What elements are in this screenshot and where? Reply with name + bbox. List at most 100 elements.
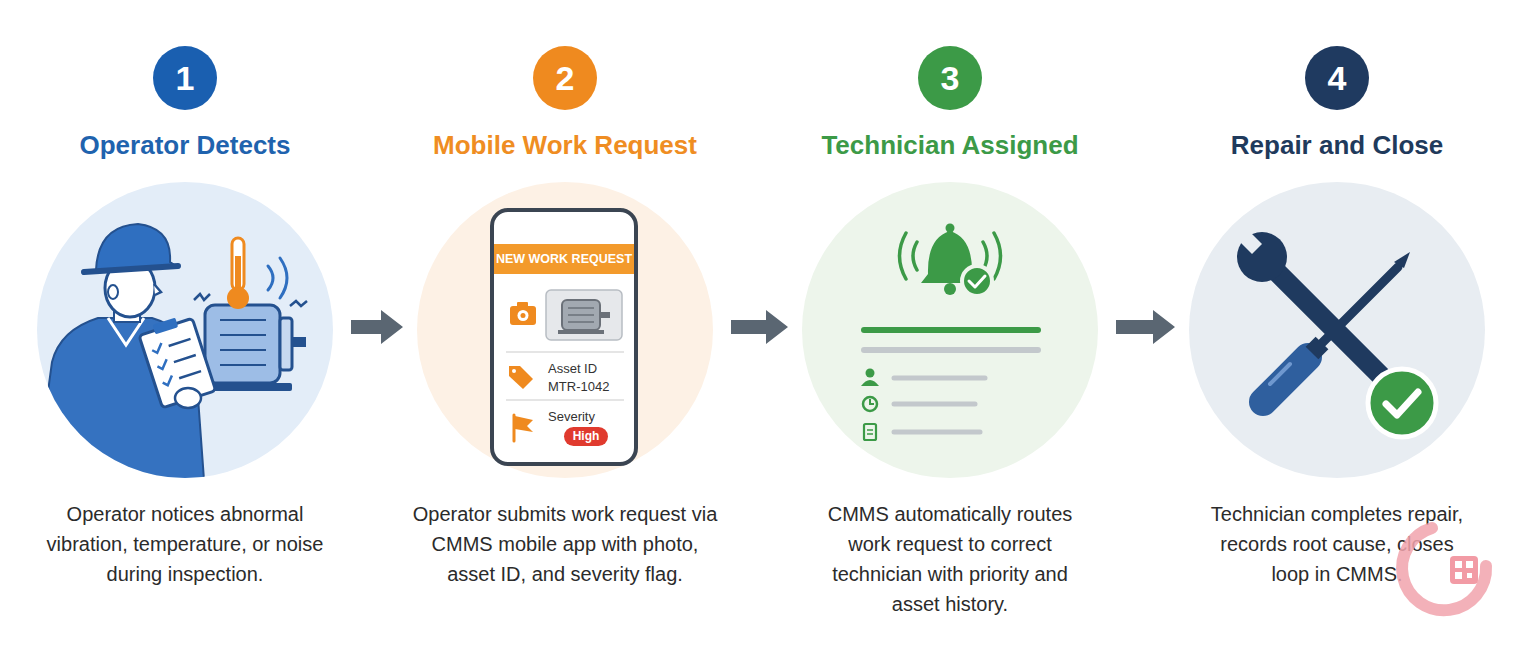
- step-circle: Mobile Work RequestOperator submits work…: [417, 182, 713, 478]
- operator-illustration: [36, 224, 307, 480]
- notification-illustration: [861, 224, 1038, 441]
- screwdriver-tip: [1394, 252, 1410, 268]
- clock-hands: [870, 399, 874, 404]
- severity-value: High: [564, 427, 608, 446]
- operator-neck: [114, 306, 140, 322]
- motor-cap: [280, 318, 292, 370]
- text-line: [864, 347, 1038, 353]
- vibration-mark: [194, 294, 210, 300]
- watermark-arc: [1402, 528, 1486, 610]
- step-number: 1: [153, 46, 217, 110]
- sound-wave: [280, 258, 287, 298]
- step-number: 3: [918, 46, 982, 110]
- motor-base: [200, 383, 292, 391]
- bell-icon: [921, 231, 979, 283]
- thermometer-stem: [232, 238, 244, 290]
- thermometer-bulb: [227, 287, 249, 309]
- person-icon: [866, 369, 875, 378]
- motor-photo-base: [558, 330, 604, 334]
- thermometer-fill: [235, 256, 241, 292]
- bell-clapper: [944, 283, 956, 295]
- ring-waves: [983, 233, 1001, 279]
- step-title: Mobile Work Request: [345, 128, 785, 162]
- step-description: Operator notices abnormal vibration, tem…: [35, 499, 335, 589]
- watermark-square: [1450, 556, 1478, 584]
- header-line: [864, 327, 1038, 333]
- hard-hat: [96, 224, 176, 270]
- divider: [506, 351, 624, 353]
- clipboard-icon: [864, 424, 876, 440]
- mobile-phone-screen: NEW WORK REQUEST Asset ID MTR-1042Severity…: [490, 208, 638, 466]
- watermark-dot: [1455, 561, 1462, 568]
- motor-fin: [220, 319, 266, 321]
- flow-arrow: [351, 310, 403, 344]
- step-number-badge: 3: [918, 46, 982, 110]
- wrench-handle: [1276, 271, 1384, 379]
- camera-lens-inner: [521, 313, 526, 318]
- tag-icon: [509, 366, 533, 389]
- motor-fin: [220, 364, 266, 366]
- watermark-dot: [1455, 572, 1462, 579]
- text-line: [894, 430, 980, 435]
- operator-nose: [154, 284, 161, 295]
- step-circle: Repair and CloseTechnician completes rep…: [1189, 182, 1485, 478]
- vibration-mark: [290, 301, 307, 306]
- done-check-badge: [1368, 369, 1436, 437]
- text-line: [894, 376, 985, 381]
- tag-hole: [512, 369, 516, 373]
- step-circle: Operator DetectsOperator notices abnorma…: [37, 182, 333, 478]
- step-description: CMMS automatically routes work request t…: [817, 499, 1083, 619]
- screwdriver-ferrule: [1312, 343, 1322, 353]
- operator-collar: [108, 318, 144, 345]
- camera-top: [517, 302, 528, 308]
- wrench-jaw: [1238, 230, 1262, 254]
- camera-lens: [518, 310, 529, 321]
- watermark-dot: [1466, 561, 1473, 568]
- step-description: Technician completes repair, records roo…: [1201, 499, 1473, 589]
- check-badge: [962, 266, 992, 296]
- step-number-badge: 4: [1305, 46, 1369, 110]
- motor-photo-fins: [568, 308, 594, 322]
- hard-hat-brim: [84, 266, 178, 272]
- operator-hand: [175, 388, 201, 408]
- field-value: MTR-1042: [548, 379, 609, 395]
- ring-waves: [900, 233, 918, 279]
- clipboard-board: [139, 318, 216, 408]
- camera-icon: [510, 306, 536, 325]
- step-number: 4: [1305, 46, 1369, 110]
- screwdriver-handle: [1263, 357, 1308, 402]
- text-line: [894, 402, 975, 407]
- flow-arrow: [1116, 310, 1175, 344]
- screen-header: NEW WORK REQUEST: [494, 244, 634, 274]
- handle-highlight: [1270, 364, 1290, 384]
- step-circle: Technician AssignedCMMS automatically ro…: [802, 182, 1098, 478]
- checkmarks: [151, 343, 174, 386]
- motor-fin: [220, 334, 266, 336]
- step-number-badge: 1: [153, 46, 217, 110]
- bell-knob: [946, 224, 955, 233]
- step-number: 2: [533, 46, 597, 110]
- motor-photo-shaft: [600, 312, 610, 318]
- done-check-mark: [1386, 392, 1418, 415]
- screwdriver-shaft: [1320, 267, 1398, 345]
- flag-icon: [515, 416, 533, 432]
- flag-pole: [513, 415, 516, 441]
- operator-head: [105, 259, 155, 317]
- clipboard-clip: [152, 318, 178, 335]
- step-title: Technician Assigned: [730, 128, 1170, 162]
- field-label: Asset ID: [548, 361, 597, 377]
- divider: [506, 399, 624, 401]
- watermark-logo: [1402, 528, 1486, 610]
- operator-ear: [108, 285, 118, 299]
- photo-thumbnail: [546, 290, 622, 340]
- check-mark: [969, 276, 985, 287]
- field-label: Severity: [548, 409, 595, 425]
- sound-wave: [268, 266, 273, 290]
- severity-pill: High: [564, 427, 608, 446]
- clock-icon: [863, 397, 877, 411]
- clipboard: [137, 313, 216, 408]
- step-description: Operator submits work request via CMMS m…: [412, 499, 718, 589]
- clipboard-lines: [169, 339, 201, 378]
- motor-body: [205, 305, 280, 383]
